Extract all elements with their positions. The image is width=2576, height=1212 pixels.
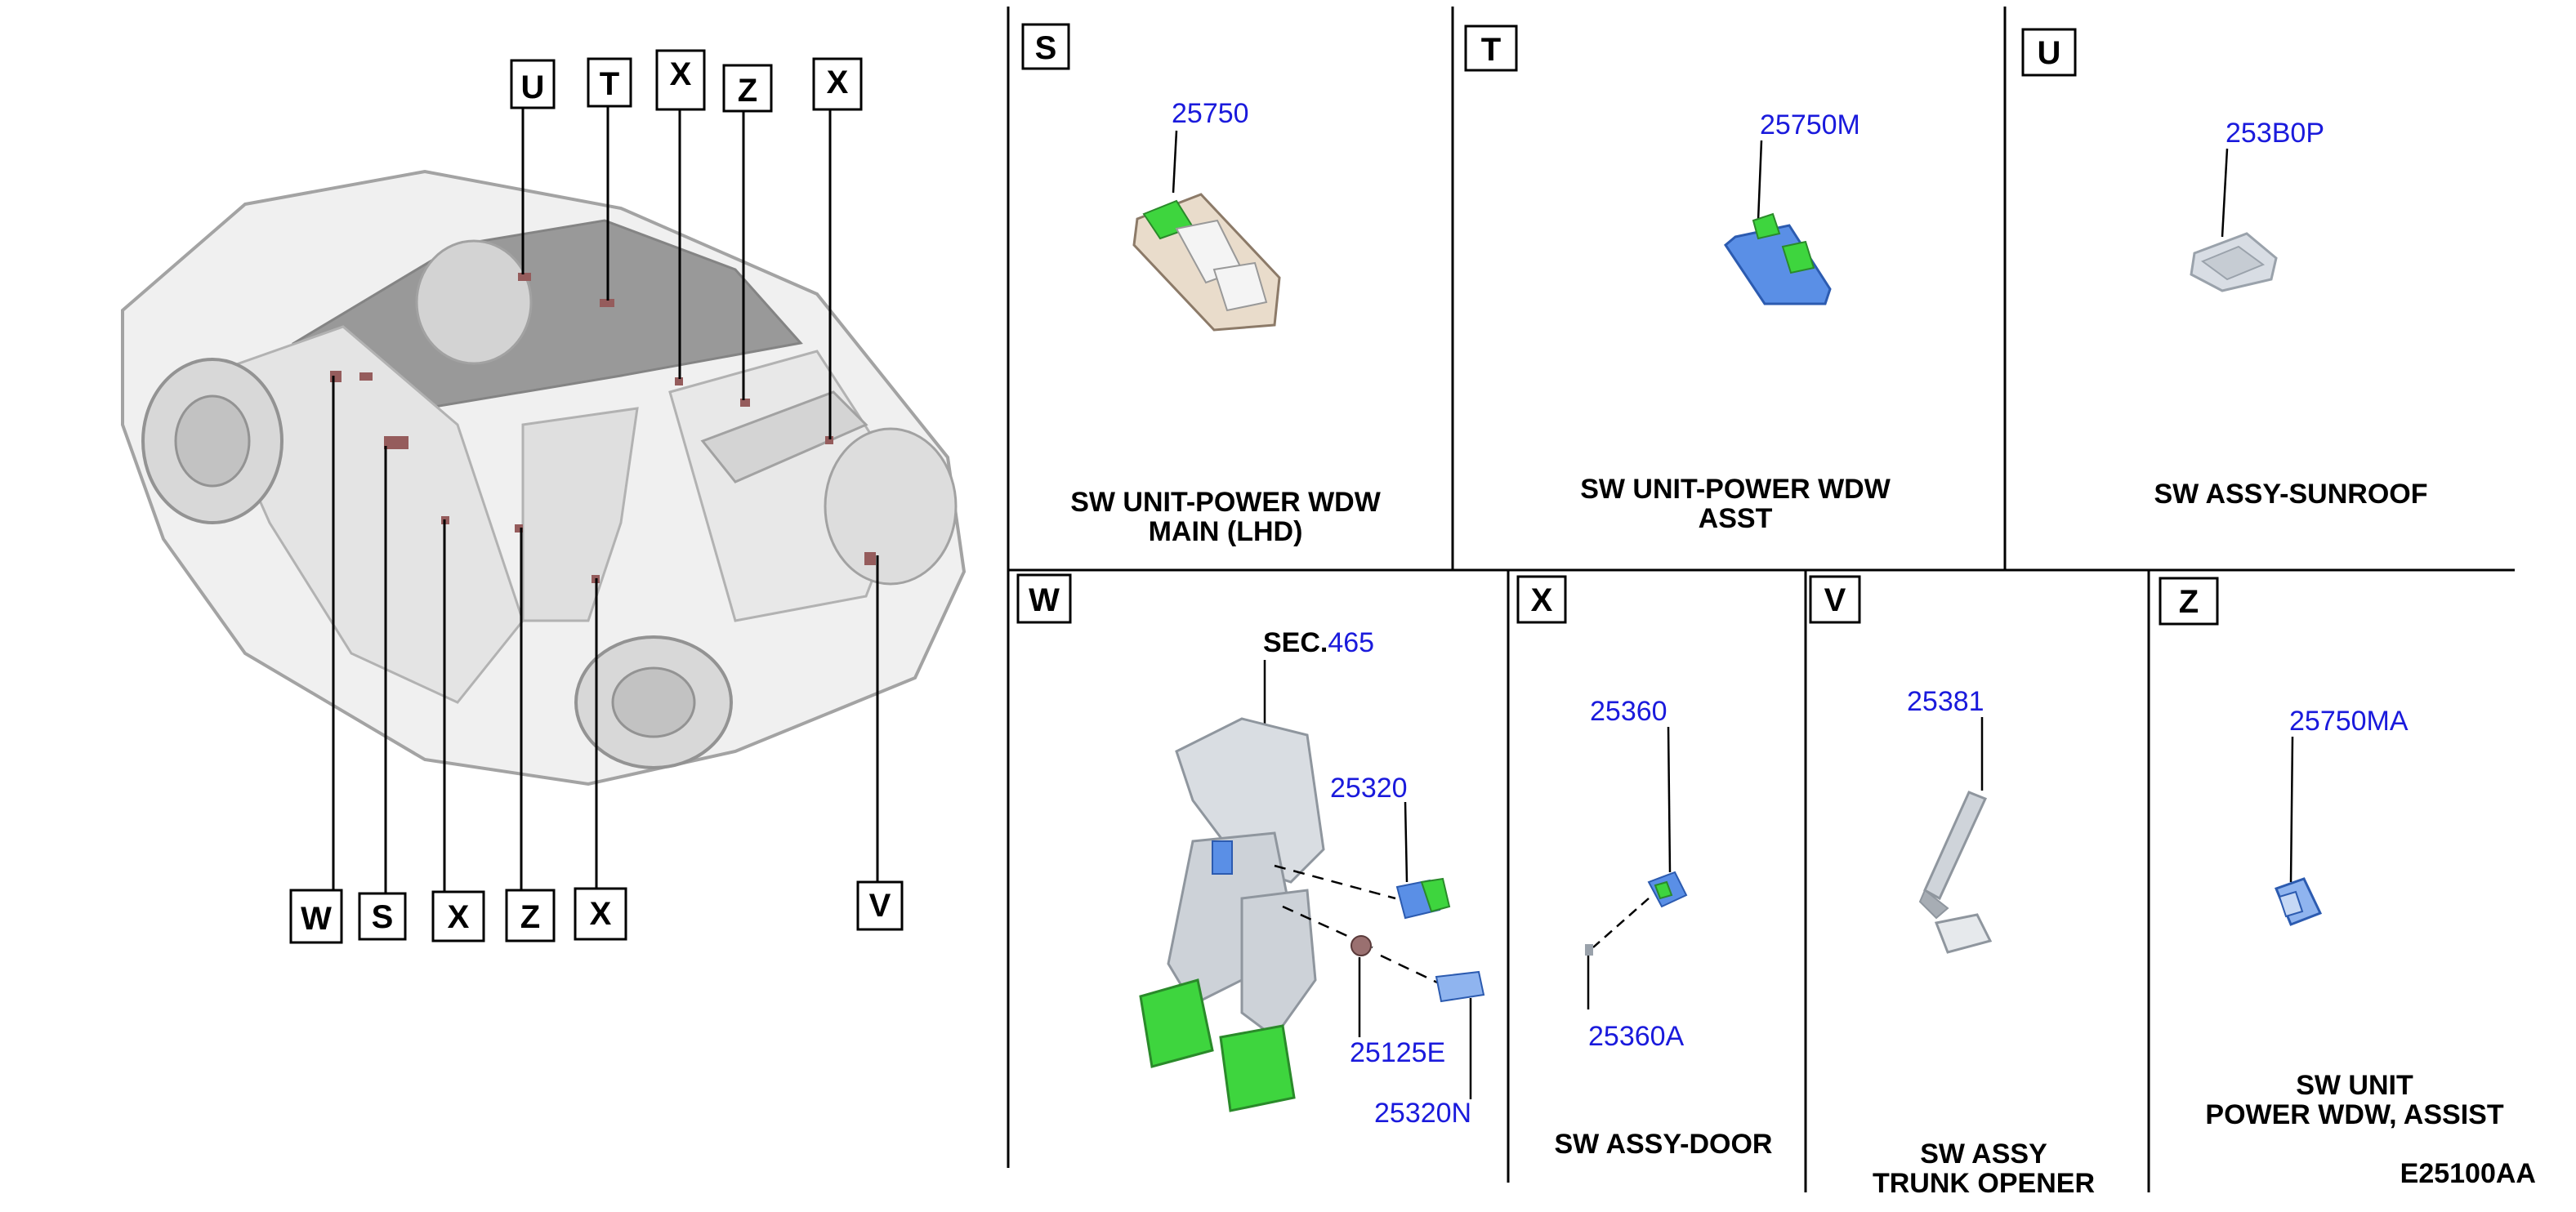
part-number: 25750MA [2289,706,2409,737]
callout-label: W [301,901,332,937]
panel-t: T 25750M SW UNIT-POWER WDW ASST [1464,25,1891,534]
part-number-b: 25360A [1588,1021,1685,1052]
vehicle-overview: U T X Z X W [121,49,967,944]
panel-z: Z 25750MA SW UNIT POWER WDW, ASSIST [2159,577,2504,1130]
panel-letter: Z [2179,584,2199,620]
panel-v: V 25381 SW ASSY TRUNK OPENER [1809,575,2095,1199]
panel-w: W SEC.465 25320 25125E 25320N [1016,573,1485,1129]
callout-top-z: Z [722,64,773,400]
part-number-a: 25360 [1590,696,1667,727]
part-title-line1: SW UNIT-POWER WDW [1070,487,1382,518]
part-number-c: 25320N [1374,1098,1471,1129]
panel-s: S 25750 SW UNIT-POWER WDW MAIN (LHD) [1021,23,1382,547]
car-illustration [121,169,967,786]
switch-illustration [2275,877,2323,926]
callout-label: Z [738,73,757,109]
switch-illustration [1918,791,1993,954]
part-title-line1: SW ASSY-DOOR [1555,1129,1773,1160]
callout-label: S [372,899,394,935]
callout-bottom-z: Z [505,528,556,942]
panel-x: X 25360 25360A SW ASSY-DOOR [1516,575,1773,1160]
section-prefix: SEC. [1263,627,1328,658]
pedal-assembly-illustration [1139,717,1485,1112]
callout-label: T [600,66,619,102]
switch-illustration [2190,232,2278,292]
callout-label: V [869,888,891,924]
panel-letter: S [1035,30,1057,66]
callout-label: X [670,56,692,92]
callout-label: X [590,896,612,932]
part-number-a: 25320 [1330,773,1408,804]
panel-grid [1007,7,2515,1192]
callout-label: U [521,69,545,105]
panel-letter: X [1531,582,1553,618]
callout-top-t: T [587,57,632,301]
section-reference: SEC.465 [1263,627,1374,658]
callout-top-x1: X [655,49,706,379]
part-number: 253B0P [2226,118,2324,149]
callout-side-v: V [856,555,904,931]
part-title-line1: SW ASSY-SUNROOF [2154,479,2428,510]
drawing-code: E25100AA [2400,1158,2536,1189]
switch-illustration [1724,212,1832,305]
part-number: 25750M [1760,109,1860,140]
part-number-b: 25125E [1350,1037,1445,1068]
callout-bottom-x1: X [431,519,485,942]
callout-bottom-s: S [358,446,407,941]
callout-bottom-w: W [289,376,343,944]
switch-illustration [1132,193,1281,332]
switch-illustration [1585,871,1688,956]
part-title-line2: POWER WDW, ASSIST [2205,1099,2503,1130]
callout-label: Z [520,899,540,935]
callout-bottom-x2: X [574,578,627,941]
panel-letter: U [2038,35,2061,71]
part-title-line1: SW ASSY [1920,1138,2047,1170]
callout-label: X [827,65,849,100]
part-title-line1: SW UNIT [2296,1070,2413,1101]
section-number: 465 [1328,627,1374,658]
part-title-line2: MAIN (LHD) [1149,516,1303,547]
callout-top-u: U [510,59,556,274]
part-title-line1: SW UNIT-POWER WDW [1580,474,1891,505]
panel-letter: V [1824,582,1846,618]
panel-letter: W [1029,582,1060,618]
callout-label: X [448,899,470,935]
part-number: 25750 [1172,98,1249,129]
part-number: 25381 [1907,686,1984,717]
panel-letter: T [1481,32,1501,68]
part-title-line2: TRUNK OPENER [1873,1168,2095,1199]
panel-u: U 253B0P SW ASSY-SUNROOF [2021,28,2428,510]
callout-top-x2: X [812,57,863,439]
part-title-line2: ASST [1699,503,1773,534]
